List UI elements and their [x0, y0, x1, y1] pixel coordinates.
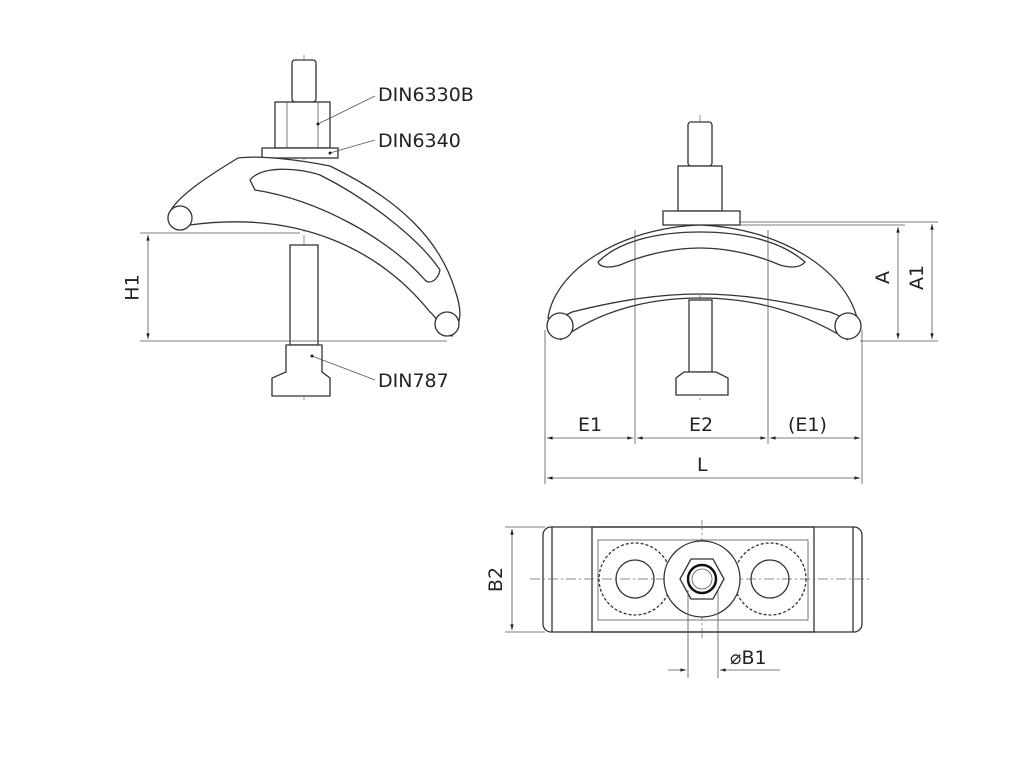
arm-slot: [249, 168, 441, 283]
washer: [261, 147, 339, 159]
dimension-l: L: [697, 454, 708, 476]
dimension-e1-reference: (E1): [788, 414, 827, 436]
callout-din787: DIN787: [378, 370, 449, 392]
dimension-e2: E2: [689, 414, 714, 436]
dimension-a: A: [872, 271, 894, 284]
hex-nut: [274, 101, 331, 149]
dimension-h1: H1: [121, 274, 144, 301]
clamp-arm: [547, 224, 858, 320]
callout-din6340: DIN6340: [378, 130, 461, 152]
t-bolt-shaft: [688, 299, 713, 373]
side-view: [140, 55, 461, 400]
t-bolt-head: [675, 371, 729, 396]
roller-right: [834, 312, 862, 340]
t-bolt-shaft: [289, 244, 319, 346]
arm-slot: [597, 231, 806, 268]
top-view: [505, 520, 870, 678]
t-bolt-head: [271, 344, 331, 397]
roller-left: [546, 312, 574, 340]
dimension-b1-diameter: ⌀B1: [730, 647, 767, 669]
dimension-a1: A1: [906, 264, 929, 291]
clamp-arm: [167, 156, 461, 337]
roller-left: [167, 205, 193, 231]
washer: [662, 210, 741, 226]
hole-left: [615, 559, 655, 599]
bolt-thread: [687, 121, 713, 167]
dimension-e1: E1: [578, 414, 603, 436]
bolt-thread: [291, 59, 317, 103]
hex-nut: [677, 165, 723, 212]
hole-right: [750, 559, 790, 599]
front-view: [544, 115, 938, 484]
callout-din6330b: DIN6330B: [378, 84, 474, 106]
dimension-b2: B2: [485, 566, 508, 593]
roller-right: [434, 311, 460, 337]
